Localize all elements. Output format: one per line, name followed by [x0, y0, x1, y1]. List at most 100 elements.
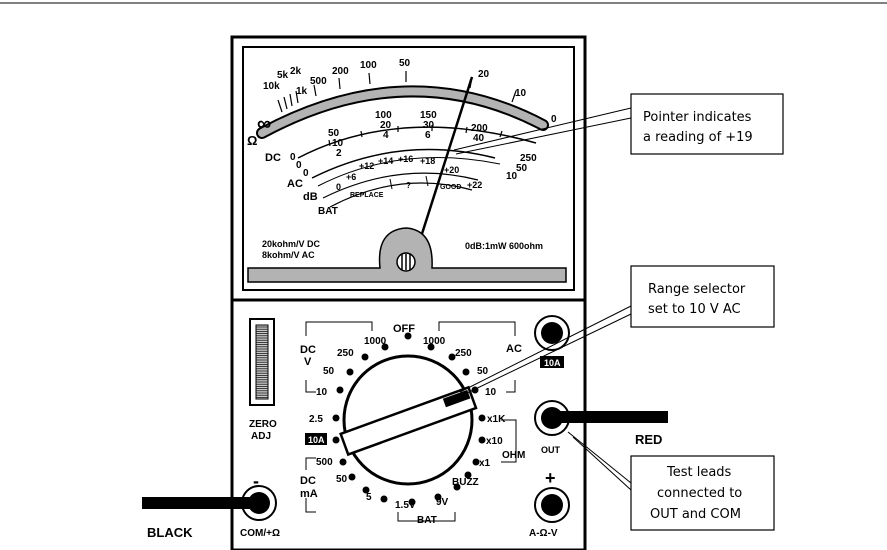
jack-com-label: COM/+Ω [240, 528, 280, 539]
bat-replace: REPLACE [350, 192, 384, 199]
dcv-title: DC [300, 344, 316, 356]
red-lead-label: RED [635, 432, 662, 447]
ohm-range-x1k: x1K [487, 414, 506, 425]
db-plus14: +14 [378, 156, 393, 166]
ohm-label: OHM [502, 450, 525, 461]
dcv-50: 50 [323, 366, 335, 377]
acv-1000: 1000 [423, 336, 446, 347]
dc-mid-30: 30 [423, 120, 435, 131]
face-label-dc: DC [265, 152, 281, 164]
zero-adj-label-1: ZERO [249, 419, 277, 430]
ohm-range-x1: x1 [479, 458, 491, 469]
bat-divider-2 [425, 175, 429, 187]
jack-a-ohm-v-label: A-Ω-V [529, 528, 558, 539]
black-lead-label: BLACK [147, 525, 193, 540]
dc-top-250: 250 [520, 153, 537, 164]
callout-pointer-line1: Pointer indicates [643, 110, 752, 125]
db-scale-arc [311, 148, 496, 179]
db-0: 0 [336, 182, 341, 192]
ohm-label-500: 500 [310, 76, 327, 87]
dc-zero-3: 0 [303, 168, 309, 179]
jack-com-minus: - [253, 471, 259, 491]
jack-plus-sign: + [545, 468, 556, 488]
range-selector-knob[interactable] [339, 354, 478, 486]
dc-scale-arc [297, 126, 537, 159]
acv-50: 50 [477, 366, 489, 377]
db-plus20: +20 [444, 165, 459, 175]
zero-adj-knob[interactable] [249, 318, 275, 406]
dcma-title: DC [300, 475, 316, 487]
ohm-label-50: 50 [399, 58, 411, 69]
callout-leads-line1: Test leads [666, 465, 732, 480]
bat-range-label: BAT [417, 515, 437, 526]
bat-arc-top [322, 172, 479, 199]
dc-mid-20: 20 [380, 120, 392, 131]
red-lead [552, 411, 668, 423]
callout-leads-line2: connected to [657, 486, 742, 501]
ac-scale-arc [317, 157, 501, 187]
dc-low-2: 2 [336, 148, 342, 159]
ohm-label-20: 20 [478, 69, 490, 80]
dc-mid-50: 50 [516, 163, 528, 174]
ohm-symbol: Ω [247, 133, 257, 148]
dcma-500: 500 [316, 457, 333, 468]
jack-10a-label: 10A [544, 358, 561, 368]
db-plus16: +16 [398, 154, 413, 164]
callout-selector-line1: Range selector [648, 282, 746, 297]
dc-scale-labels: 50 10 2 100 20 4 150 30 6 200 40 250 50 … [290, 110, 537, 182]
dcma-unit: mA [300, 488, 318, 500]
ohm-label-200: 200 [332, 66, 349, 77]
dcv-2.5: 2.5 [309, 414, 323, 425]
dc-zero-1: 0 [290, 152, 296, 163]
black-lead [142, 497, 259, 509]
callout-pointer-box: Pointer indicates a reading of +19 [630, 93, 784, 155]
bat-unknown: ? [406, 181, 411, 190]
dc-mid-40: 40 [473, 133, 485, 144]
db-reference: 0dB:1mW 600ohm [465, 241, 543, 251]
bat-9v: 9V [436, 497, 449, 508]
zero-adj-label-2: ADJ [251, 431, 271, 442]
jack-10a[interactable] [534, 315, 570, 351]
ohm-ticks [277, 71, 517, 113]
dial-10a-badge [305, 433, 327, 445]
ohm-label-2k: 2k [290, 66, 302, 77]
ohm-arc [258, 87, 547, 137]
callout-leads-box: Test leads connected to OUT and COM [630, 455, 775, 531]
callout-selector-box: Range selector set to 10 V AC [630, 265, 775, 328]
ohm-label-10k: 10k [263, 81, 280, 92]
dcma-5: 5 [366, 492, 372, 503]
callout-selector-line2: set to 10 V AC [648, 302, 741, 317]
ohm-infinity-label: ∞ [257, 113, 271, 135]
dc-low-6: 6 [425, 130, 431, 141]
bat-arc-bottom [329, 182, 473, 208]
jack-a-ohm-v[interactable] [534, 487, 570, 523]
meter-face: ∞ 10k 5k 2k 1k 500 200 100 50 20 10 0 Ω … [242, 46, 575, 291]
sensitivity-dc: 20kohm/V DC [262, 239, 321, 249]
jack-10a-badge [540, 356, 564, 368]
dc-top-50: 50 [328, 128, 340, 139]
dc-low-4: 4 [383, 130, 389, 141]
dc-low-10: 10 [506, 171, 518, 182]
dc-top-150: 150 [420, 110, 437, 121]
db-plus18: +18 [420, 156, 435, 166]
ohm-label-0: 0 [551, 114, 557, 125]
ohm-range-x10: x10 [486, 436, 503, 447]
dc-top-100: 100 [375, 110, 392, 121]
dcv-unit: V [304, 356, 312, 368]
dial-off-label: OFF [393, 323, 415, 335]
dc-zero-2: 0 [296, 160, 302, 171]
face-label-db: dB [303, 191, 318, 203]
dc-top-200: 200 [471, 123, 488, 134]
callout-pointer-line2: a reading of +19 [643, 130, 753, 145]
bat-divider-1 [389, 178, 393, 190]
buzz-label: BUZZ [452, 477, 479, 488]
dcv-250: 250 [337, 348, 354, 359]
dcv-1000: 1000 [364, 336, 387, 347]
acv-250: 250 [455, 348, 472, 359]
face-label-ac: AC [287, 178, 303, 190]
dcma-50: 50 [336, 474, 348, 485]
bat-good: GOOD [440, 184, 461, 191]
db-scale-labels: 0 +6 +12 +14 +16 +18 +20 +22 [336, 154, 482, 192]
dc-ticks [328, 125, 503, 147]
